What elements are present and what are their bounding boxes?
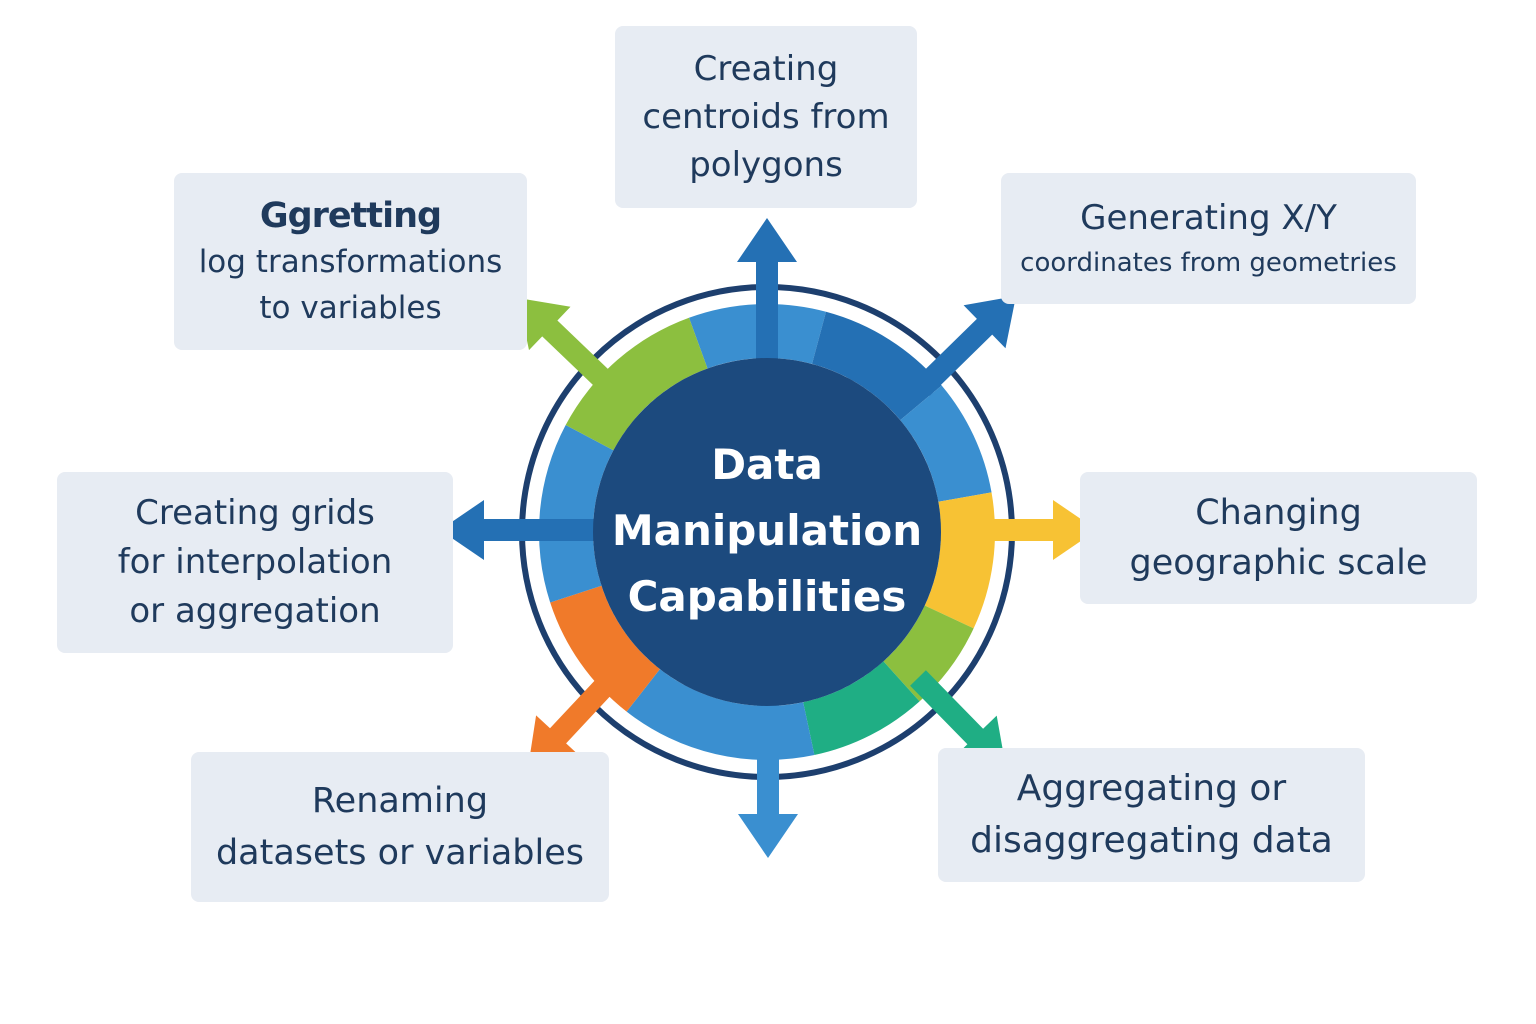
box-line: datasets or variables <box>215 833 585 873</box>
box-line: Ggretting <box>259 195 442 236</box>
segment-right-green <box>883 605 974 702</box>
box-aggregating: Aggregating or disaggregating data <box>938 748 1365 882</box>
box-changing-scale: Changing geographic scale <box>1080 472 1477 604</box>
arrow-up-icon <box>737 218 797 360</box>
box-line: disaggregating data <box>970 820 1333 861</box>
box-creating-centroids: Creating centroids from polygons <box>615 26 917 208</box>
center-title: Data Manipulation Capabilities <box>594 428 940 634</box>
arrow-down-icon <box>738 704 798 858</box>
arrow-right-icon <box>940 500 1097 560</box>
box-line: to variables <box>259 289 442 326</box>
box-creating-grids: Creating grids for interpolation or aggr… <box>57 472 453 653</box>
box-line: or aggregation <box>129 591 381 631</box>
box-renaming: Renaming datasets or variables <box>191 752 609 902</box>
arrow-up-right-icon <box>914 296 1016 396</box>
arrow-down-right-icon <box>910 670 1006 768</box>
segment-top-right-blue <box>900 385 992 502</box>
center-title-line-1: Data <box>711 440 823 489</box>
box-line: coordinates from geometries <box>1020 247 1397 278</box>
box-line: polygons <box>689 145 843 185</box>
segment-top-blue <box>812 311 942 421</box>
box-line: Creating grids <box>135 493 375 533</box>
box-line: for interpolation <box>117 542 393 582</box>
box-line: Creating <box>693 49 839 89</box>
center-title-line-3: Capabilities <box>627 572 907 621</box>
box-line: Generating X/Y <box>1080 197 1337 238</box>
arrow-down-left-icon <box>528 668 622 768</box>
arrows <box>440 218 1097 858</box>
box-log-transformations: Ggretting log transformations to variabl… <box>174 173 527 350</box>
center-circle <box>593 358 941 706</box>
box-line: Renaming <box>311 781 489 821</box>
box-line: log transformations <box>198 243 503 280</box>
segment-left-blue <box>539 424 614 603</box>
box-line: centroids from <box>642 97 890 137</box>
box-line: Changing <box>1195 493 1362 533</box>
segment-top-left-green <box>565 317 708 451</box>
center-title-line-2: Manipulation <box>611 506 923 555</box>
box-line: geographic scale <box>1129 543 1428 583</box>
segment-bottom-left-orange <box>550 585 660 712</box>
arrow-up-left-icon <box>518 298 620 396</box>
segment-bottom-right-teal <box>803 661 920 756</box>
box-generating-xy: Generating X/Y coordinates from geometri… <box>1001 173 1416 304</box>
box-line: Aggregating or <box>1016 768 1287 809</box>
arrow-left-icon <box>440 500 594 560</box>
